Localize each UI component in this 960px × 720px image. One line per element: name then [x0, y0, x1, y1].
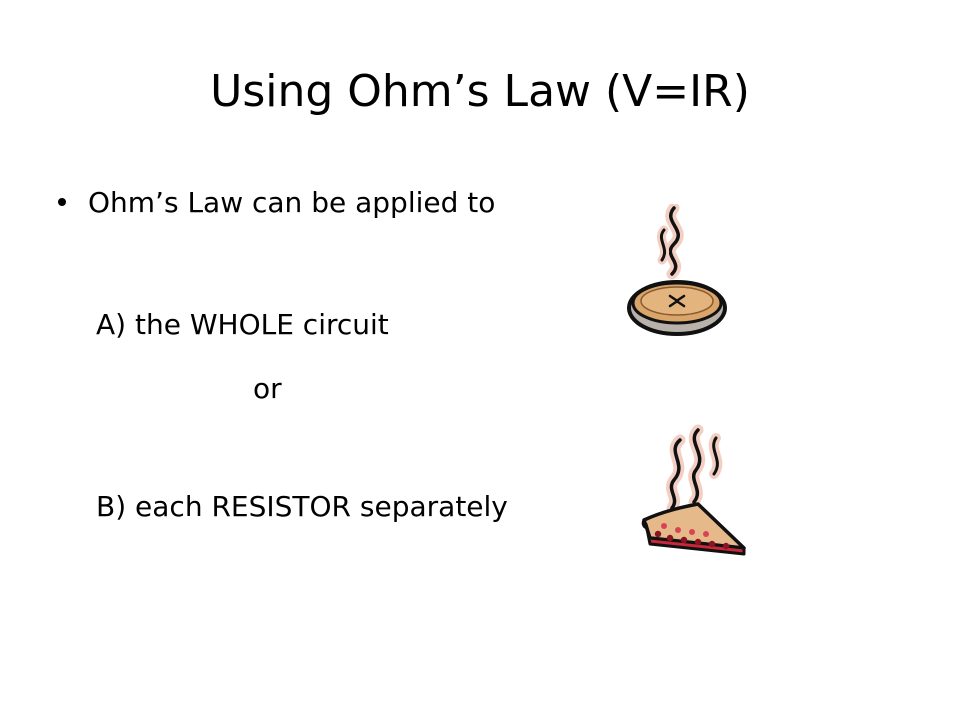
- connector-text: or: [253, 372, 282, 405]
- slide-title: Using Ohm’s Law (V=IR): [210, 66, 750, 117]
- option-b-text: B) each RESISTOR separately: [96, 490, 508, 523]
- bullet-dot: [58, 198, 66, 206]
- whole-pie-icon: [627, 204, 727, 336]
- bullet-text: Ohm’s Law can be applied to: [88, 186, 496, 219]
- bullet-item: Ohm’s Law can be applied to: [58, 183, 495, 223]
- option-a-text: A) the WHOLE circuit: [96, 308, 389, 341]
- pie-slice-icon: [641, 424, 746, 556]
